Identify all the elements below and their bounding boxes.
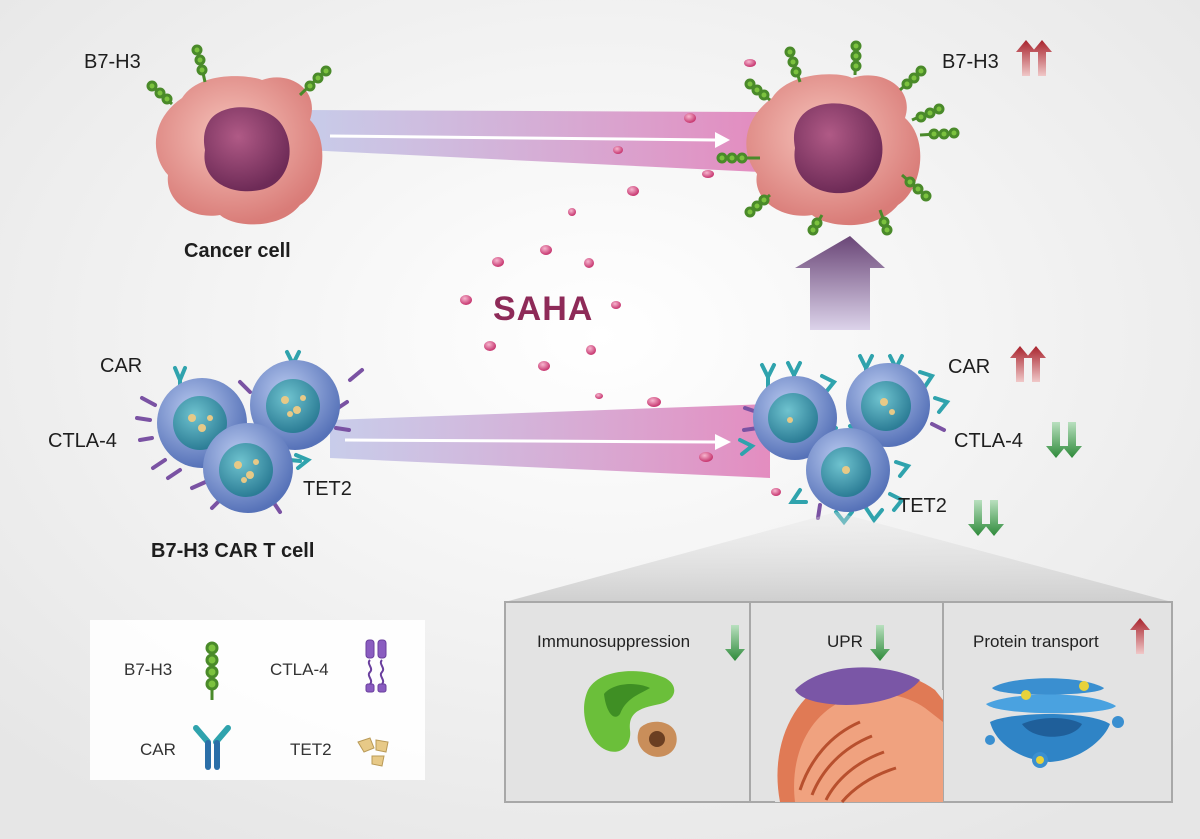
protein-transport-up-arrow [1130,618,1150,654]
top-flow-arrowhead [715,132,730,148]
bottom-flow-arrowhead [715,434,731,450]
zoom-fan [505,512,1172,602]
panel-immunosuppression-label: Immunosuppression [537,632,691,651]
top-flow-band [305,110,760,172]
upregulation-arrow [795,236,885,330]
tet2-down-arrows [968,500,1004,536]
legend-b7h3-icon [205,641,219,700]
cancer-cell-right [746,74,921,226]
ctla4-label-left: CTLA-4 [48,430,117,452]
saha-label: SAHA [493,290,594,328]
saha-molecules [460,59,781,496]
b7h3-receptors-left [146,44,332,106]
car-t-cell-cluster-left [135,350,364,514]
upr-down-arrow [870,625,890,661]
cancer-cell-label: Cancer cell [184,240,291,262]
legend-b7h3-label: B7-H3 [124,660,173,679]
golgi-illustration [985,678,1124,768]
cancer-cell-left [155,76,323,225]
b7h3-label-right: B7-H3 [942,51,999,73]
top-flow-arrow [329,134,716,142]
legend-tet2-label: TET2 [290,740,332,759]
car-label-right: CAR [948,356,991,378]
b7h3-receptors-right [716,40,960,236]
car-t-cell-cluster-right [738,354,951,526]
panel-upr-label: UPR [827,632,863,651]
tet2-label-right: TET2 [898,495,947,517]
upr-er-illustration [775,667,943,803]
car-label-left: CAR [100,355,143,377]
legend-car-label: CAR [140,740,176,759]
ctla4-label-right: CTLA-4 [954,430,1023,452]
ctla4-down-arrows [1046,422,1082,458]
tet2-label-left: TET2 [303,478,352,500]
car-t-cell-label: B7-H3 CAR T cell [151,540,315,562]
legend-ctla4-label: CTLA-4 [270,660,329,679]
panel-protein-transport-label: Protein transport [973,632,1099,651]
legend-car-icon [193,725,231,770]
legend-ctla4-icon [365,639,387,693]
immunosuppression-illustration [584,671,677,757]
b7h3-up-arrows [1016,40,1052,76]
car-up-arrows [1010,346,1046,382]
b7h3-label-left: B7-H3 [84,51,141,73]
immunosuppression-down-arrow [725,625,745,661]
bottom-flow-arrow [344,438,716,444]
legend-tet2-icon [357,737,389,767]
